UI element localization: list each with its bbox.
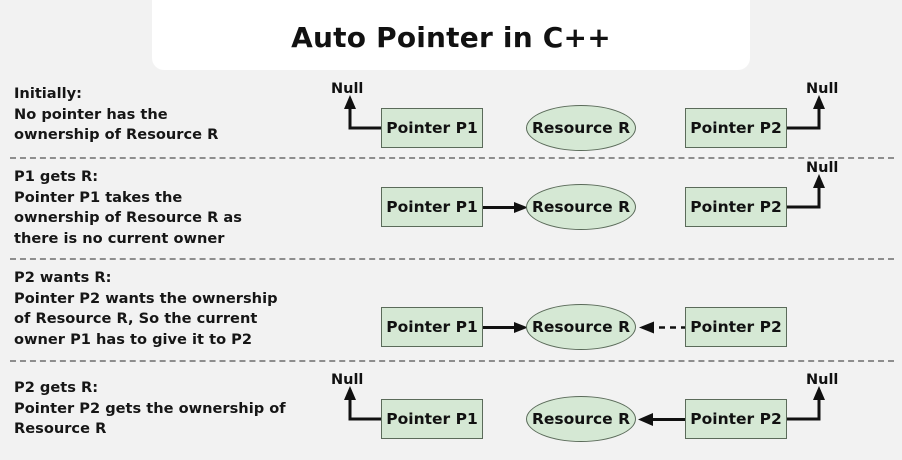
row-p2-wants-r-pointer-p1[interactable]: Pointer P1 [381,307,483,347]
row-initially-p2-null-label: Null [806,81,839,97]
row-p2-wants-r-resource-r[interactable]: Resource R [526,304,636,350]
row-initially-description: Initially: No pointer has the ownership … [14,84,324,146]
row-p1-gets-r-p2-null-label: Null [806,160,839,176]
row-p2-gets-r-resource-r[interactable]: Resource R [526,396,636,442]
row-p1-gets-r-pointer-p2[interactable]: Pointer P2 [685,187,787,227]
row-initially-heading: Initially: [14,85,83,102]
row-p2-gets-r-desc-line-2: Resource R [14,420,107,437]
row-p2-gets-r-heading: P2 gets R: [14,379,99,396]
row-p1-gets-r-heading: P1 gets R: [14,168,99,185]
row-initially-p1-null-label: Null [331,81,364,97]
row-p2-wants-r-desc-line-2: of Resource R, So the current [14,310,258,327]
title-card: Auto Pointer in C++ [152,0,750,70]
row-p1-gets-r-p1-to-resource-arrow [483,202,528,213]
row-p1-gets-r-pointer-p1[interactable]: Pointer P1 [381,187,483,227]
row-initially-p1-null-arrow [344,95,385,130]
row-p2-wants-r-pointer-p2[interactable]: Pointer P2 [685,307,787,347]
row-initially-p2-null-arrow [787,95,825,130]
row-p2-gets-r-pointer-p2[interactable]: Pointer P2 [685,399,787,439]
row-separator-3 [10,360,894,362]
row-p2-gets-r-p1-null-label: Null [331,372,364,388]
row-separator-1 [10,157,894,159]
row-p2-gets-r-description: P2 gets R: Pointer P2 gets the ownership… [14,378,324,440]
row-p2-wants-r-desc-line-3: owner P1 has to give it to P2 [14,330,253,348]
page-title: Auto Pointer in C++ [291,21,611,54]
row-p2-gets-r-p2-to-resource-arrow [638,413,687,426]
row-p2-wants-r-desc-line-1: Pointer P2 wants the ownership [14,289,278,307]
row-initially-desc-line-2: ownership of Resource R [14,126,219,143]
row-p2-gets-r-p1-null-arrow [344,386,385,421]
row-p1-gets-r-desc-line-1: Pointer P1 takes the [14,188,183,206]
row-p2-gets-r-desc-line-1: Pointer P2 gets the ownership of [14,399,286,417]
row-initially-resource-r[interactable]: Resource R [526,105,636,151]
row-p2-wants-r-heading: P2 wants R: [14,269,112,286]
row-p1-gets-r-desc-line-2: ownership of Resource R as [14,209,242,226]
row-p2-gets-r-p2-null-arrow [787,386,825,421]
row-p1-gets-r-resource-r[interactable]: Resource R [526,184,636,230]
row-p2-wants-r-description: P2 wants R: Pointer P2 wants the ownersh… [14,268,324,350]
row-p2-wants-r-p2-to-resource-dashed-arrow [639,321,687,334]
row-initially-desc-line-1: No pointer has the [14,105,168,123]
row-p2-gets-r-p2-null-label: Null [806,372,839,388]
row-p1-gets-r-desc-line-3: there is no current owner [14,229,225,247]
row-p2-wants-r-p1-to-resource-arrow [483,322,528,333]
row-p1-gets-r-p2-null-arrow [787,174,825,209]
row-initially-pointer-p1[interactable]: Pointer P1 [381,108,483,148]
row-p1-gets-r-description: P1 gets R: Pointer P1 takes the ownershi… [14,167,324,249]
row-separator-2 [10,258,894,260]
row-initially-pointer-p2[interactable]: Pointer P2 [685,108,787,148]
row-p2-gets-r-pointer-p1[interactable]: Pointer P1 [381,399,483,439]
